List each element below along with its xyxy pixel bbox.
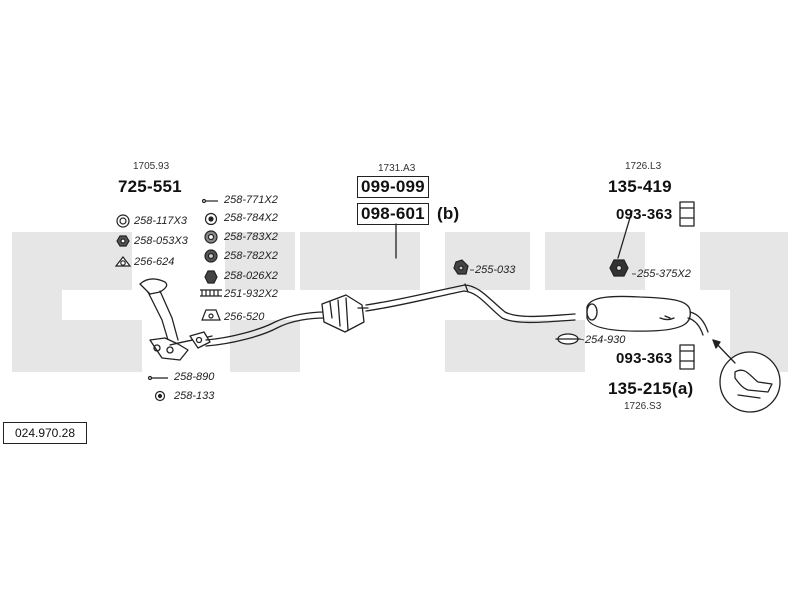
rear-muffler — [586, 295, 709, 336]
front-pipe — [139, 278, 213, 361]
part-258-117x3[interactable]: 258-117X3 — [134, 215, 188, 227]
part-255-375x2[interactable]: 255-375X2 — [637, 268, 691, 280]
ref-1726-l3: 1726.L3 — [625, 161, 662, 172]
part-255-033[interactable]: 255-033 — [475, 264, 516, 276]
code-099-099[interactable]: 099-099 — [357, 176, 429, 198]
part-258-133[interactable]: 258-133 — [174, 390, 215, 402]
code-135-215-suffix: (a) — [672, 379, 694, 398]
part-251-932x2[interactable]: 251-932X2 — [224, 288, 278, 300]
ref-1731-a3: 1731.A3 — [378, 163, 416, 174]
rubber-hanger-top — [679, 201, 695, 227]
part-256-624[interactable]: 256-624 — [134, 256, 175, 268]
part-258-890[interactable]: 258-890 — [174, 371, 215, 383]
part-254-930[interactable]: 254-930 — [585, 334, 626, 346]
part-258-026x2[interactable]: 258-026X2 — [224, 270, 278, 282]
code-093-363-bottom[interactable]: 093-363 — [616, 350, 673, 367]
code-098-601-suffix: (b) — [437, 204, 460, 223]
ref-1726-s3: 1726.S3 — [624, 401, 662, 412]
part-258-782x2[interactable]: 258-782X2 — [224, 250, 278, 262]
clamp — [555, 333, 581, 345]
code-135-419[interactable]: 135-419 — [608, 177, 672, 196]
mid-pipe — [365, 284, 576, 324]
intermediate-pipe — [205, 311, 326, 347]
part-258-783x2[interactable]: 258-783X2 — [224, 231, 278, 243]
part-256-520[interactable]: 256-520 — [224, 311, 265, 323]
code-725-551[interactable]: 725-551 — [118, 177, 182, 196]
rubber-hanger-bottom — [679, 344, 695, 370]
part-258-771x2[interactable]: 258-771X2 — [224, 194, 278, 206]
catalytic-converter — [321, 294, 369, 333]
ref-1705-93: 1705.93 — [133, 161, 170, 172]
part-258-053x3[interactable]: 258-053X3 — [134, 235, 188, 247]
catalog-number: 024.970.28 — [3, 422, 87, 444]
part-258-784x2[interactable]: 258-784X2 — [224, 212, 278, 224]
front-flange — [189, 331, 211, 349]
code-098-601[interactable]: 098-601 — [357, 203, 429, 225]
code-093-363-top[interactable]: 093-363 — [616, 206, 673, 223]
code-135-215[interactable]: 135-215 — [608, 379, 672, 398]
